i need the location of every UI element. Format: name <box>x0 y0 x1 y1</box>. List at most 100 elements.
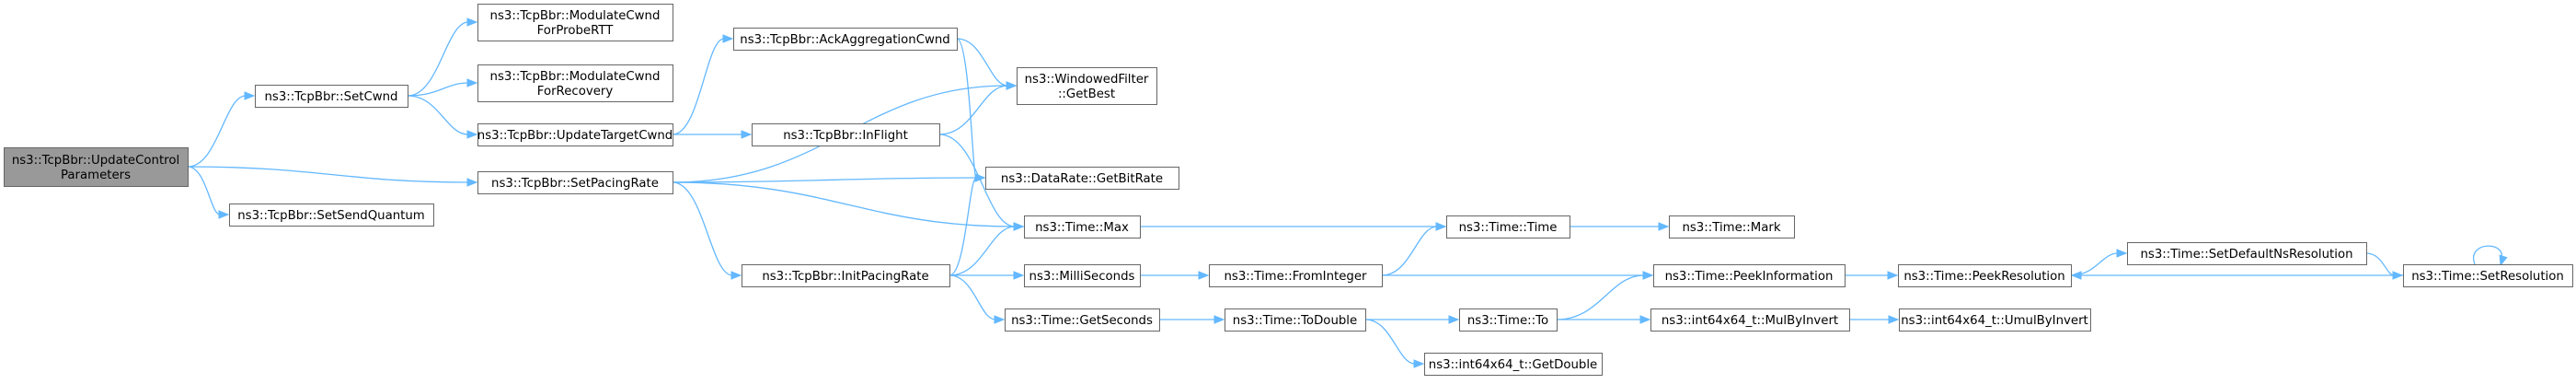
node-box <box>2403 264 2573 287</box>
node-timetime[interactable]: ns3::Time::Time <box>1446 215 1570 239</box>
node-box <box>477 64 673 102</box>
edge-arrowhead <box>1213 315 1225 324</box>
edge-initpacing-to-timemax <box>949 222 1025 276</box>
edge-timeto-to-mulbyinv <box>1556 315 1651 324</box>
edge-arrowhead <box>1448 315 1460 324</box>
edge-updtarget-to-inflight <box>673 130 753 139</box>
node-setcwnd[interactable]: ns3::TcpBbr::SetCwnd <box>255 85 408 108</box>
node-label: ns3::Time::Max <box>1035 221 1129 235</box>
node-box <box>1650 308 1850 332</box>
node-label: ns3::TcpBbr::UpdateControl <box>12 154 179 168</box>
node-getbitrate[interactable]: ns3::DataRate::GetBitRate <box>985 167 1179 190</box>
edge-line <box>2365 252 2395 276</box>
node-fromint[interactable]: ns3::Time::FromInteger <box>1209 264 1383 287</box>
node-box <box>4 147 189 187</box>
node-box <box>1005 308 1160 332</box>
edge-initpacing-to-getbitrate <box>949 173 986 276</box>
edge-line <box>407 95 469 135</box>
edge-line <box>956 38 1008 87</box>
edge-arrowhead <box>1658 222 1670 231</box>
edge-arrowhead <box>1198 271 1210 280</box>
edge-arrowhead <box>466 17 478 27</box>
call-edges <box>187 17 2508 368</box>
edge-todouble-to-getdouble <box>1364 319 1425 368</box>
node-box <box>1225 308 1366 332</box>
node-label: ns3::int64x64_t::MulByInvert <box>1662 314 1838 328</box>
edge-todouble-to-timeto <box>1364 315 1460 324</box>
edge-fromint-to-peekinfo <box>1382 271 1654 280</box>
node-peekinfo[interactable]: ns3::Time::PeekInformation <box>1653 264 1846 287</box>
node-label: ns3::int64x64_t::UmulByInvert <box>1901 314 2088 328</box>
node-box <box>229 204 434 227</box>
edge-arrowhead <box>1435 222 1447 231</box>
node-box <box>477 123 673 146</box>
edge-arrowhead <box>741 130 753 139</box>
edge-line <box>2472 245 2503 265</box>
edge-arrowhead <box>218 210 230 219</box>
node-box <box>733 28 958 51</box>
node-label: ns3::Time::SetResolution <box>2411 270 2564 284</box>
node-todouble[interactable]: ns3::Time::ToDouble <box>1225 308 1366 332</box>
node-milli[interactable]: ns3::MilliSeconds <box>1024 264 1141 287</box>
edge-arrowhead <box>722 34 734 43</box>
edge-arrowhead <box>1642 271 1654 280</box>
node-label: ns3::Time::GetSeconds <box>1011 314 1153 328</box>
node-getseconds[interactable]: ns3::Time::GetSeconds <box>1005 308 1160 332</box>
node-box <box>1424 353 1603 376</box>
edge-arrowhead <box>2070 271 2082 280</box>
node-setsendq[interactable]: ns3::TcpBbr::SetSendQuantum <box>229 204 434 227</box>
edge-arrowhead <box>730 271 742 280</box>
node-label: ns3::Time::PeekInformation <box>1665 270 1834 284</box>
node-label: ns3::Time::FromInteger <box>1224 270 1367 284</box>
node-label: ForProbeRTT <box>537 24 615 38</box>
node-box <box>742 264 950 287</box>
node-box <box>985 167 1179 190</box>
node-label: ::GetBest <box>1058 87 1115 101</box>
node-winfilter[interactable]: ns3::WindowedFilter::GetBest <box>1017 67 1157 105</box>
node-ackagg[interactable]: ns3::TcpBbr::AckAggregationCwnd <box>733 28 958 51</box>
node-box <box>1024 264 1141 287</box>
node-label: ns3::Time::Time <box>1459 221 1558 235</box>
edge-line <box>407 21 469 97</box>
node-setpacing[interactable]: ns3::TcpBbr::SetPacingRate <box>477 171 673 194</box>
node-label: ns3::Time::Mark <box>1682 221 1780 235</box>
edge-fromint-to-timetime <box>1381 222 1447 276</box>
node-mark[interactable]: ns3::Time::Mark <box>1669 215 1795 239</box>
edge-arrowhead <box>1887 271 1899 280</box>
edge-line <box>1556 274 1645 320</box>
edge-arrowhead <box>1888 315 1900 324</box>
node-getdouble[interactable]: ns3::int64x64_t::GetDouble <box>1424 353 1603 376</box>
node-box <box>1898 264 2072 287</box>
node-label: ns3::TcpBbr::ModulateCwnd <box>490 9 661 23</box>
edge-getseconds-to-todouble <box>1158 315 1225 324</box>
node-label: ns3::MilliSeconds <box>1029 270 1135 284</box>
node-timeto[interactable]: ns3::Time::To <box>1459 308 1558 332</box>
node-umulbyinv[interactable]: ns3::int64x64_t::UmulByInvert <box>1899 308 2091 332</box>
node-updtarget[interactable]: ns3::TcpBbr::UpdateTargetCwnd <box>477 123 673 146</box>
node-setres[interactable]: ns3::Time::SetResolution <box>2403 264 2573 287</box>
node-label: ForRecovery <box>537 85 614 99</box>
node-box <box>1209 264 1383 287</box>
node-peekres[interactable]: ns3::Time::PeekResolution <box>1898 264 2072 287</box>
edge-arrowhead <box>1639 315 1651 324</box>
edge-setpacing-to-getbitrate <box>672 173 986 183</box>
edge-arrowhead <box>1013 271 1025 280</box>
node-timemax[interactable]: ns3::Time::Max <box>1024 215 1141 239</box>
node-initpacing[interactable]: ns3::TcpBbr::InitPacingRate <box>742 264 950 287</box>
node-label: ns3::int64x64_t::GetDouble <box>1429 358 1597 372</box>
node-box <box>1017 67 1157 105</box>
edge-setpacing-to-initpacing <box>672 181 742 280</box>
node-mulbyinv[interactable]: ns3::int64x64_t::MulByInvert <box>1650 308 1850 332</box>
node-inflight[interactable]: ns3::TcpBbr::InFlight <box>752 123 940 146</box>
node-setdefns[interactable]: ns3::Time::SetDefaultNsResolution <box>2127 242 2367 265</box>
node-box <box>1459 308 1558 332</box>
edge-setres-to-peekres <box>2070 271 2403 280</box>
node-box <box>1024 215 1141 239</box>
edge-peekres-to-setdefns <box>2070 249 2128 276</box>
edge-line <box>187 166 221 215</box>
edge-arrowhead <box>1413 359 1425 368</box>
edge-initpacing-to-getseconds <box>949 274 1006 324</box>
